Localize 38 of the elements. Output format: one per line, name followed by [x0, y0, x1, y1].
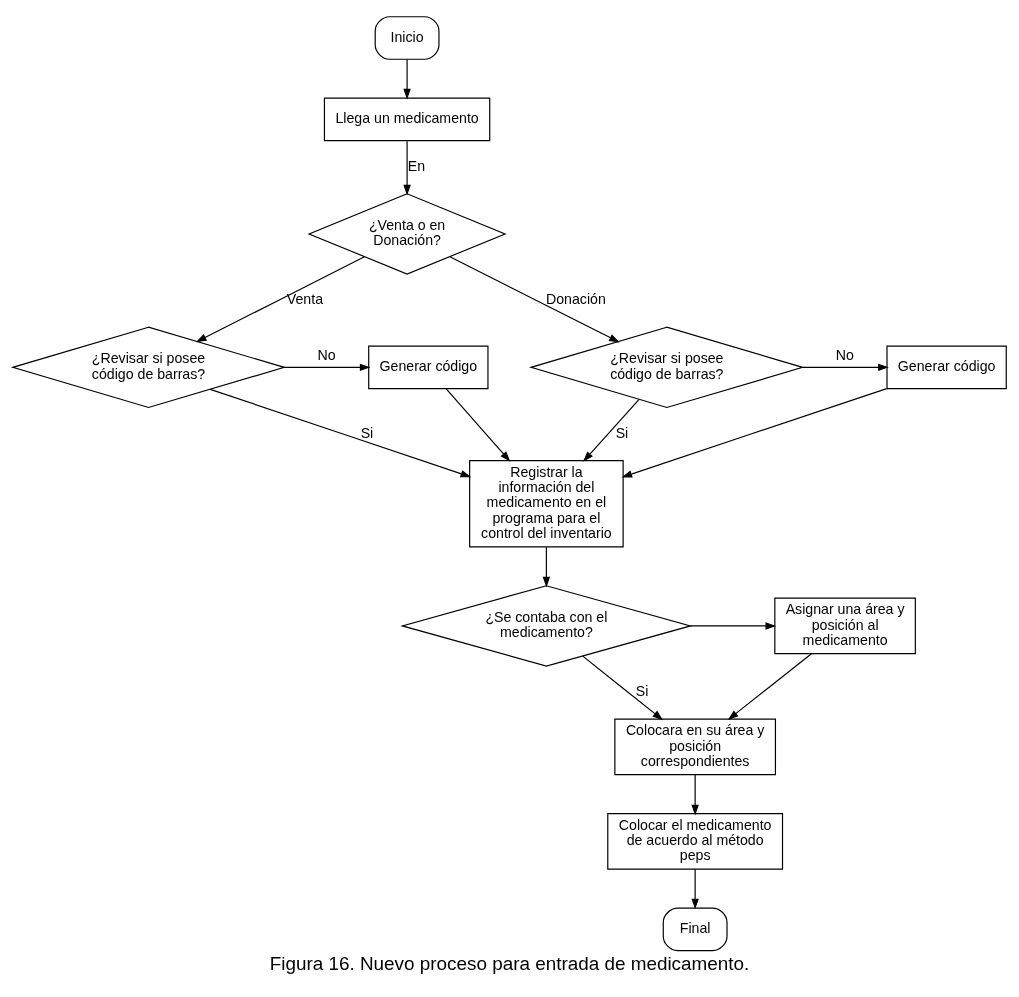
edge-label: Donación	[546, 290, 606, 307]
node-box: Final	[662, 907, 728, 951]
arrow	[727, 652, 813, 720]
node-box: Colocar el medicamento de acuerdo al método peps	[607, 812, 784, 870]
node-box: Registrar la información del medicamento en el programa para el control del inventario	[469, 459, 624, 547]
node-diamond: ¿Revisar si posee código de barras?	[10, 326, 287, 408]
arrow	[403, 58, 411, 99]
node-diamond: ¿Revisar si posee código de barras?	[528, 326, 805, 408]
edge-label: No	[835, 346, 854, 363]
arrow	[209, 388, 472, 477]
node-box: Inicio	[374, 15, 440, 60]
node-box: Llega un medicamento	[323, 97, 491, 141]
caption: Figura 16. Nuevo proceso para entrada de medicamento.	[269, 952, 750, 974]
arrow	[689, 621, 777, 630]
arrow	[691, 773, 699, 815]
edge-label: No	[317, 346, 336, 363]
node-box: Colocara en su área y posición correspondientes	[614, 718, 776, 775]
arrow	[621, 387, 888, 478]
arrow	[403, 140, 411, 195]
node-box: Asignar una área y posición al medicamento	[774, 597, 916, 654]
arrow	[283, 363, 371, 371]
arrow	[583, 398, 640, 462]
arrow	[195, 255, 365, 342]
edge-label: En	[407, 157, 426, 174]
edge-label: Si	[635, 682, 649, 699]
arrow	[445, 387, 511, 462]
arrow	[582, 655, 664, 720]
arrow	[802, 363, 889, 371]
node-diamond: ¿Venta o en Donación?	[307, 192, 507, 275]
node-box: Generar código	[886, 345, 1007, 389]
node-box: Generar código	[368, 345, 489, 389]
node-diamond: ¿Se contaba con el medicamento?	[400, 584, 693, 667]
arrow	[542, 546, 551, 587]
edge-label: Venta	[286, 290, 324, 307]
edge-label: Si	[615, 424, 629, 441]
arrow	[691, 868, 699, 909]
arrow	[449, 255, 620, 342]
edge-label: Si	[360, 424, 374, 441]
